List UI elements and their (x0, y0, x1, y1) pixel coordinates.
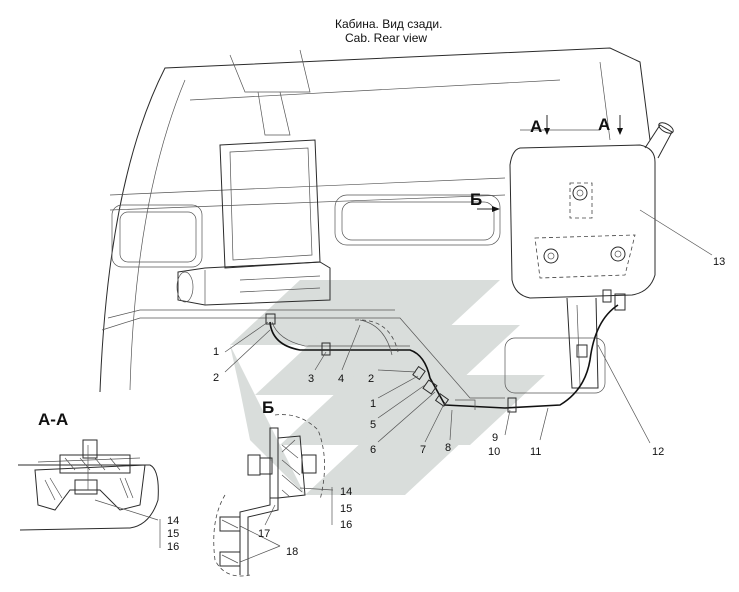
callout-3: 3 (308, 373, 314, 385)
callout-14a: 14 (167, 515, 179, 527)
section-b-title: Б (262, 398, 274, 417)
view-marker-b: Б (470, 190, 482, 209)
callout-17: 17 (258, 528, 270, 540)
callout-9: 9 (492, 432, 498, 444)
callout-7: 7 (420, 444, 426, 456)
callout-1a: 1 (213, 346, 219, 358)
callout-5: 5 (370, 419, 376, 431)
callout-2a: 2 (213, 372, 219, 384)
callout-4: 4 (338, 373, 344, 385)
callout-11: 11 (530, 446, 541, 458)
view-marker-a-right: А (598, 115, 610, 134)
callout-1b: 1 (370, 398, 376, 410)
hose-routing (265, 304, 619, 413)
cab-body-outline (99, 47, 651, 399)
view-marker-a-left: А (530, 117, 542, 136)
window-recesses (111, 194, 606, 394)
section-aa-title: А-А (38, 410, 68, 429)
leader-lines (94, 209, 713, 563)
callout-12: 12 (652, 446, 664, 458)
title-en: Cab. Rear view (345, 31, 427, 45)
support-column (176, 139, 331, 306)
callout-16a: 16 (167, 541, 179, 553)
washer-tank (509, 122, 674, 389)
section-b-detail (213, 414, 333, 577)
section-aa-detail (18, 439, 161, 548)
title-ru: Кабина. Вид сзади. (335, 17, 442, 31)
callout-15a: 15 (167, 528, 179, 540)
callout-labels: 1 2 3 4 2 1 5 6 7 8 9 10 11 12 13 14 15 … (167, 256, 725, 558)
callout-6: 6 (370, 444, 376, 456)
callout-2b: 2 (368, 373, 374, 385)
callout-10: 10 (488, 446, 500, 458)
view-arrows (477, 115, 623, 212)
callout-13: 13 (713, 256, 725, 268)
callout-14b: 14 (340, 486, 352, 498)
callout-18: 18 (286, 546, 298, 558)
callout-8: 8 (445, 442, 451, 454)
callout-16b: 16 (340, 519, 352, 531)
callout-15b: 15 (340, 503, 352, 515)
watermark-logo (230, 280, 545, 495)
